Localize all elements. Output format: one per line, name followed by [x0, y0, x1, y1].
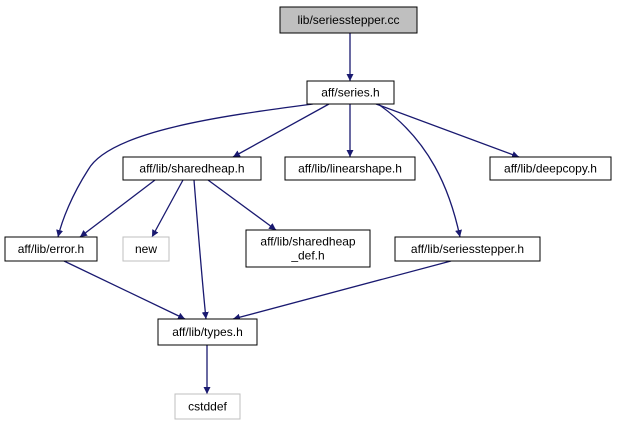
node-seriesstepper-h-label: aff/lib/seriesstepper.h: [411, 242, 524, 256]
node-sharedheap-def-h-label: _def.h: [290, 249, 324, 263]
node-error-h[interactable]: aff/lib/error.h: [4, 236, 98, 262]
node-new-label: new: [135, 242, 157, 256]
node-linearshape-h-box: [284, 156, 416, 181]
edge-sharedheap-h-to-types-h: [193, 179, 209, 320]
edge-sharedheap-h-to-error-h: [79, 179, 156, 238]
node-linearshape-h-label: aff/lib/linearshape.h: [298, 162, 402, 176]
node-sharedheap-h-label: aff/lib/sharedheap.h: [139, 162, 244, 176]
node-sharedheap-def-h-label: aff/lib/sharedheap: [260, 235, 356, 249]
node-seriesstepper-h[interactable]: aff/lib/seriesstepper.h: [394, 236, 541, 262]
node-new[interactable]: new: [122, 236, 170, 262]
node-cstddef[interactable]: cstddef: [174, 393, 241, 420]
edge-series-h-to-deepcopy-h: [375, 103, 520, 158]
node-deepcopy-h-label: aff/lib/deepcopy.h: [504, 162, 597, 176]
node-types-h-label: aff/lib/types.h: [172, 325, 243, 339]
edge-series-h-to-sharedheap-h: [232, 103, 330, 158]
node-error-h-box: [4, 236, 98, 262]
node-sharedheap-h[interactable]: aff/lib/sharedheap.h: [122, 156, 262, 181]
node-seriesstepper-h-box: [394, 236, 541, 262]
node-types-h[interactable]: aff/lib/types.h: [157, 318, 258, 346]
node-types-h-box: [157, 318, 258, 346]
node-sharedheap-h-box: [122, 156, 262, 181]
node-linearshape-h[interactable]: aff/lib/linearshape.h: [284, 156, 416, 181]
node-error-h-label: aff/lib/error.h: [18, 242, 84, 256]
edges: [56, 33, 520, 394]
node-deepcopy-h-box: [489, 156, 612, 181]
node-deepcopy-h[interactable]: aff/lib/deepcopy.h: [489, 156, 612, 181]
node-cstddef-box: [174, 393, 241, 420]
nodes: lib/seriesstepper.cc aff/series.h aff/lib/…: [4, 6, 612, 420]
node-series-h[interactable]: aff/series.h: [306, 80, 395, 105]
node-new-box: [122, 236, 170, 262]
node-sharedheap-def-h[interactable]: aff/lib/sharedheap_def.h: [245, 229, 371, 268]
node-sharedheap-def-h-box: [245, 229, 371, 268]
node-seriesstepper-cc-box: [279, 6, 418, 34]
node-series-h-label: aff/series.h: [321, 86, 379, 100]
edge-series-h-to-error-h: [56, 103, 314, 238]
edge-error-h-to-types-h: [63, 260, 186, 320]
edge-sharedheap-h-to-new: [151, 179, 184, 238]
edge-series-h-to-seriesstepper-h: [377, 103, 462, 238]
node-seriesstepper-cc-label: lib/seriesstepper.cc: [297, 13, 399, 27]
node-seriesstepper-cc[interactable]: lib/seriesstepper.cc: [279, 6, 418, 34]
edge-seriesstepper-h-to-types-h: [232, 260, 452, 321]
node-cstddef-label: cstddef: [188, 400, 227, 414]
node-series-h-box: [306, 80, 395, 105]
edge-sharedheap-h-to-sharedheap-def-h: [207, 179, 277, 231]
